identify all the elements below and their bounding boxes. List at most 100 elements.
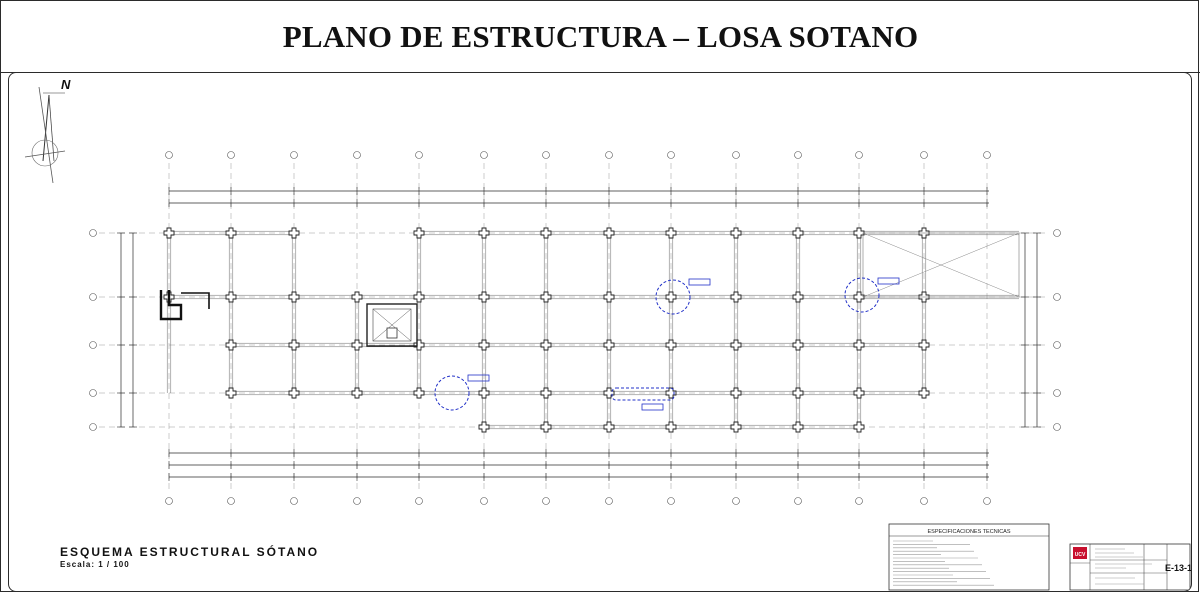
axis-bubble-bottom [920,497,928,505]
column [665,291,677,303]
column [918,339,930,351]
axis-bubble-top [415,151,423,159]
axis-bubble-bottom [667,497,675,505]
axis-bubble-bottom [480,497,488,505]
column [225,291,237,303]
column [730,227,742,239]
vertical-axes [165,151,991,505]
detail-callout-1 [655,278,711,315]
column [478,291,490,303]
column [730,291,742,303]
axis-bubble-left [89,229,97,237]
horizontal-axes [89,229,1061,431]
column [853,387,865,399]
column [792,421,804,433]
axis-bubble-right [1053,389,1061,397]
dimension-lines [117,187,1041,481]
axis-bubble-bottom [794,497,802,505]
column [540,227,552,239]
column [288,227,300,239]
column [413,291,425,303]
axis-bubble-bottom [855,497,863,505]
page-title: PLANO DE ESTRUCTURA – LOSA SOTANO [282,18,919,54]
axis-bubble-top [732,151,740,159]
title-block: UCV E-13-1 [1069,543,1192,591]
axis-bubble-top [353,151,361,159]
logo-text: UCV [1075,552,1086,558]
column [603,339,615,351]
column [853,291,865,303]
open-void [862,232,1020,298]
detail-callout-4 [611,387,675,411]
axis-bubble-top [983,151,991,159]
axis-bubble-bottom [983,497,991,505]
column [730,339,742,351]
column [853,421,865,433]
column [603,227,615,239]
axis-bubble-left [89,423,97,431]
axis-bubble-top [605,151,613,159]
column [918,387,930,399]
axis-bubble-left [89,293,97,301]
axis-bubble-right [1053,341,1061,349]
title-bar: PLANO DE ESTRUCTURA – LOSA SOTANO [1,1,1200,73]
ramp-wall [159,290,210,321]
axis-bubble-bottom [227,497,235,505]
column [730,421,742,433]
column [603,291,615,303]
axis-bubble-top [920,151,928,159]
specifications-box: ESPECIFICACIONES TECNICAS [888,523,1050,591]
column [288,291,300,303]
column [288,387,300,399]
column [853,339,865,351]
column [225,387,237,399]
north-label: N [61,77,71,92]
column [792,227,804,239]
axis-bubble-top [480,151,488,159]
column [478,339,490,351]
detail-callout-2 [844,277,900,313]
axis-bubble-bottom [542,497,550,505]
columns [163,227,930,433]
column [665,339,677,351]
column [853,227,865,239]
stair-core [366,303,418,347]
column [288,339,300,351]
column [540,291,552,303]
column [665,227,677,239]
column [478,227,490,239]
column [540,421,552,433]
column [351,387,363,399]
axis-bubble-bottom [605,497,613,505]
axis-bubble-top [290,151,298,159]
column [540,387,552,399]
axis-bubble-left [89,341,97,349]
drawing-caption: ESQUEMA ESTRUCTURAL SÓTANO Escala: 1 / 1… [60,545,319,569]
column [603,387,615,399]
axis-bubble-bottom [165,497,173,505]
caption-title: ESQUEMA ESTRUCTURAL SÓTANO [60,545,320,559]
axis-bubble-top [667,151,675,159]
ucv-logo [1073,547,1087,559]
column [478,387,490,399]
sheet-number: E-13-1 [1165,563,1192,573]
column [603,421,615,433]
specifications-text [893,540,994,586]
column [665,421,677,433]
column [730,387,742,399]
column [540,339,552,351]
axis-bubble-left [89,389,97,397]
column [413,339,425,351]
column [413,387,425,399]
column [792,387,804,399]
column [478,421,490,433]
axis-bubble-bottom [415,497,423,505]
axis-bubble-right [1053,229,1061,237]
axis-bubble-bottom [732,497,740,505]
axis-bubble-top [855,151,863,159]
column [413,227,425,239]
axis-bubble-right [1053,293,1061,301]
north-arrow: N [24,77,71,184]
axis-bubble-bottom [290,497,298,505]
